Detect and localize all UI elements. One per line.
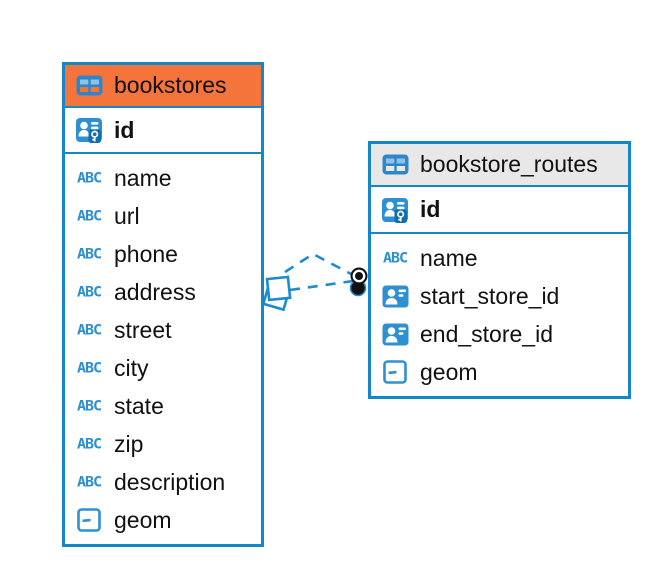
column-row[interactable]: ABC street bbox=[65, 311, 261, 349]
column-name: state bbox=[114, 392, 164, 419]
relation-squares-ornament[interactable] bbox=[261, 275, 292, 312]
primary-key-icon bbox=[73, 116, 105, 144]
column-row[interactable]: ABC phone bbox=[65, 235, 261, 273]
table-bookstore-routes-header[interactable]: bookstore_routes bbox=[371, 144, 628, 187]
column-row[interactable]: end_store_id bbox=[371, 315, 628, 353]
column-name: geom bbox=[114, 506, 172, 533]
column-row-pk[interactable]: id bbox=[371, 187, 628, 234]
column-name: name bbox=[420, 244, 478, 271]
text-type-icon: ABC bbox=[76, 283, 102, 301]
column-row[interactable]: geom bbox=[371, 353, 628, 391]
column-row[interactable]: geom bbox=[65, 501, 261, 539]
relationship-line-upper[interactable] bbox=[284, 252, 354, 277]
relation-endpoint-dots[interactable] bbox=[349, 267, 368, 297]
column-row-pk[interactable]: id bbox=[65, 108, 261, 154]
column-row[interactable]: ABC name bbox=[65, 159, 261, 197]
column-row[interactable]: ABC description bbox=[65, 463, 261, 501]
table-title: bookstores bbox=[114, 72, 227, 98]
column-name: name bbox=[114, 164, 172, 191]
foreign-key-person-icon bbox=[379, 323, 411, 346]
table-bookstore-routes-columns: ABC name start_store_id bbox=[371, 234, 628, 396]
geometry-type-icon bbox=[73, 508, 105, 532]
column-row[interactable]: ABC name bbox=[371, 239, 628, 277]
column-name: address bbox=[114, 278, 196, 305]
text-type-icon: ABC bbox=[76, 169, 102, 187]
relationship-line-lower[interactable] bbox=[289, 279, 354, 292]
column-row[interactable]: ABC address bbox=[65, 273, 261, 311]
column-name: url bbox=[114, 202, 140, 229]
column-name: description bbox=[114, 468, 226, 495]
column-row[interactable]: ABC url bbox=[65, 197, 261, 235]
table-bookstore-routes[interactable]: bookstore_routes id ABC name bbox=[368, 141, 631, 399]
column-name: end_store_id bbox=[420, 320, 553, 347]
column-name: street bbox=[114, 316, 172, 343]
text-type-icon: ABC bbox=[76, 435, 102, 453]
text-type-icon: ABC bbox=[76, 207, 102, 225]
table-icon bbox=[379, 154, 411, 175]
column-name: geom bbox=[420, 358, 478, 385]
relationship-connector bbox=[261, 252, 368, 312]
text-type-icon: ABC bbox=[382, 249, 408, 267]
text-type-icon: ABC bbox=[76, 397, 102, 415]
text-type-icon: ABC bbox=[76, 245, 102, 263]
column-row[interactable]: start_store_id bbox=[371, 277, 628, 315]
text-type-icon: ABC bbox=[76, 321, 102, 339]
column-name: start_store_id bbox=[420, 282, 560, 309]
foreign-key-person-icon bbox=[379, 285, 411, 308]
table-bookstores-header[interactable]: bookstores bbox=[65, 65, 261, 108]
column-name: id bbox=[114, 116, 135, 143]
column-name: id bbox=[420, 196, 441, 222]
primary-key-icon bbox=[379, 196, 411, 224]
column-name: phone bbox=[114, 240, 178, 267]
column-row[interactable]: ABC city bbox=[65, 349, 261, 387]
column-name: city bbox=[114, 354, 149, 381]
table-bookstores-columns: ABC name ABC url ABC phone ABC address A… bbox=[65, 154, 261, 544]
geometry-type-icon bbox=[379, 360, 411, 384]
text-type-icon: ABC bbox=[76, 473, 102, 491]
table-title: bookstore_routes bbox=[420, 151, 598, 177]
table-bookstores[interactable]: bookstores id ABC name bbox=[62, 62, 264, 547]
text-type-icon: ABC bbox=[76, 359, 102, 377]
table-icon bbox=[73, 75, 105, 96]
column-row[interactable]: ABC state bbox=[65, 387, 261, 425]
column-row[interactable]: ABC zip bbox=[65, 425, 261, 463]
column-name: zip bbox=[114, 430, 144, 457]
